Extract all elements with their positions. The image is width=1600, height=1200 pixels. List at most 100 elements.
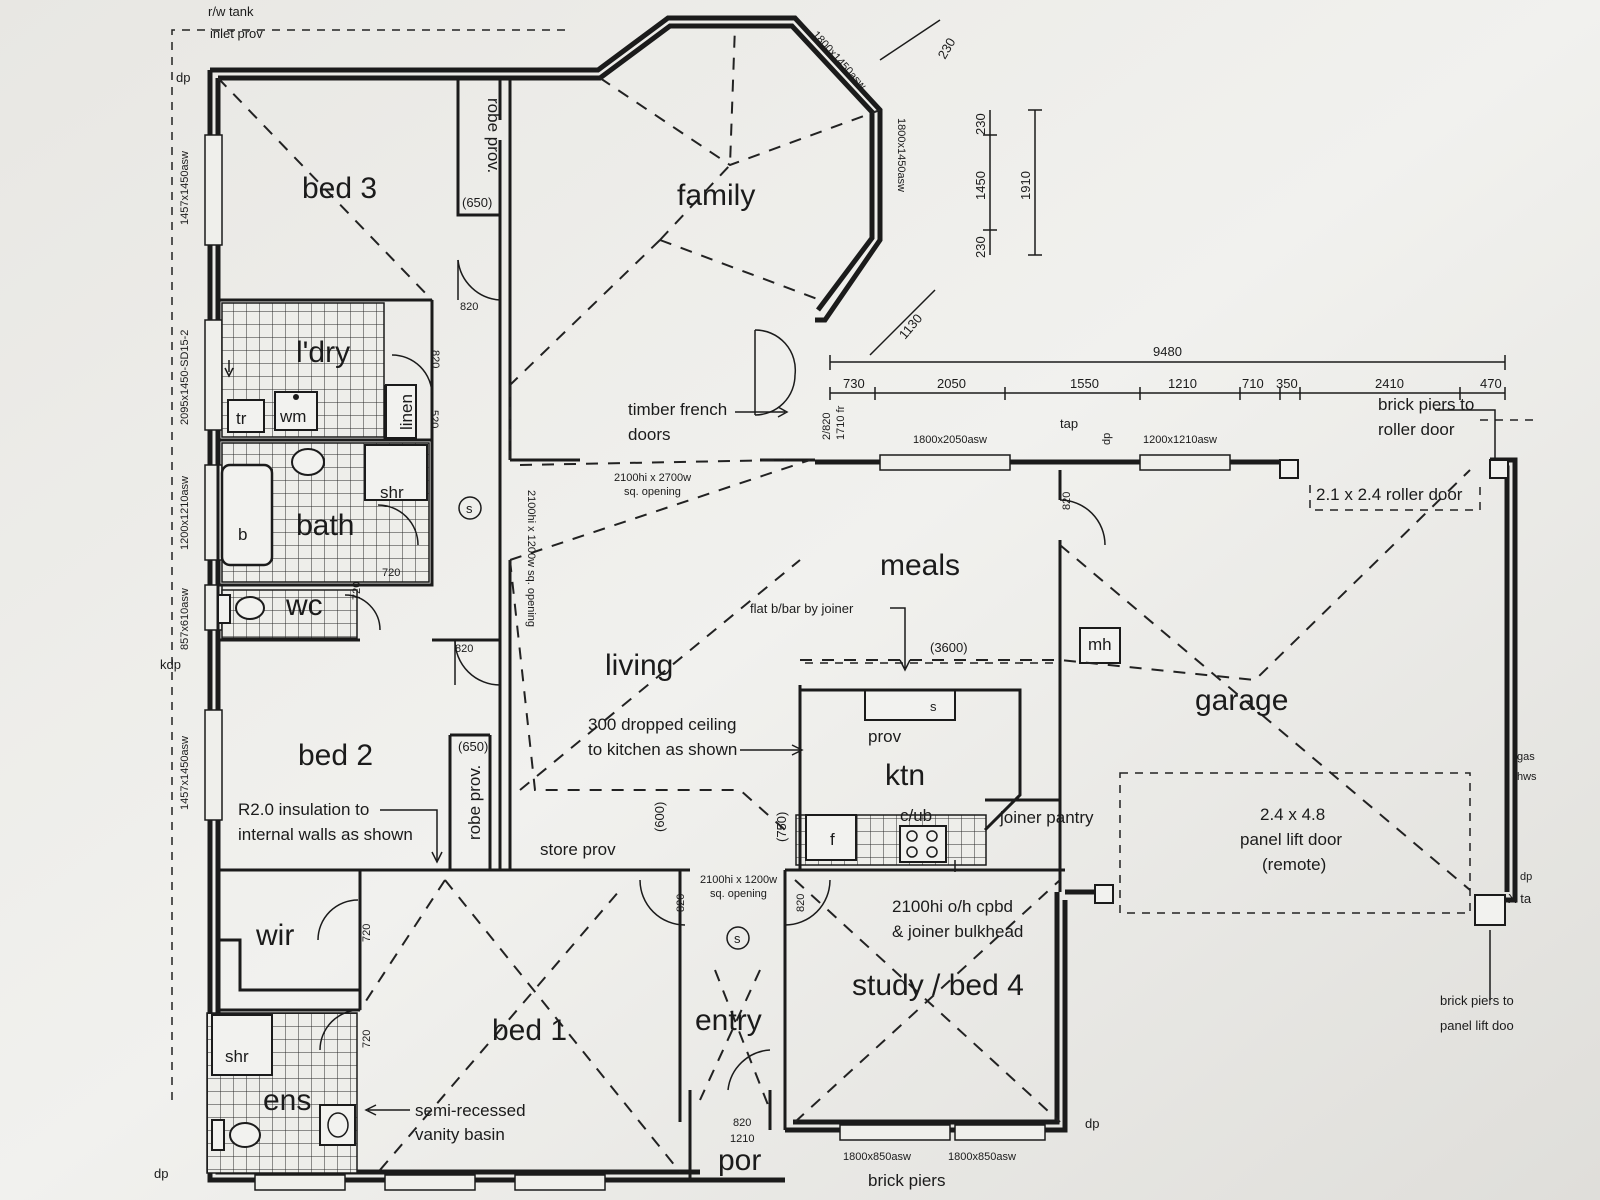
door-swings [317, 259, 1106, 1091]
bathtub-label: b [238, 525, 247, 544]
dim-1910: 1910 [1018, 171, 1033, 200]
room-labels: bed 3 family l'dry bath wc bed 2 living … [255, 172, 1288, 1177]
prov-label: prov [868, 727, 902, 746]
room-living: living [605, 649, 673, 682]
dim-820-bed3: 820 [460, 301, 478, 313]
room-bed3: bed 3 [302, 172, 377, 205]
window-bath: 1200x1210asw [179, 476, 191, 550]
dim-720-wir: 720 [361, 924, 373, 942]
window-ldry: 2095x1450-SD15-2 [179, 330, 191, 425]
dim-9480: 9480 [1153, 344, 1182, 359]
dim-520: 520 [428, 410, 440, 428]
brick-piers-roller-1: brick piers to [1378, 395, 1474, 414]
room-ktn: ktn [885, 759, 925, 792]
room-wc: wc [285, 589, 323, 622]
roller-door-note: 2.1 x 2.4 roller door [1316, 485, 1463, 504]
store-prov-note: store prov [540, 840, 616, 859]
window-family-side: 1800x1450asw [895, 118, 907, 192]
dp-marker-4: dp [1520, 871, 1532, 883]
dropped-ceiling-1: 300 dropped ceiling [588, 715, 736, 734]
room-ldry: l'dry [296, 336, 350, 369]
opening2: 2100hi x 1200w sq. opening [525, 490, 537, 627]
room-bath: bath [296, 509, 354, 542]
robe-prov-top: robe prov. [484, 98, 503, 173]
dim-720-ens: 720 [361, 1030, 373, 1048]
room-wir: wir [255, 919, 294, 952]
panel-lift-2: panel lift door [1240, 830, 1342, 849]
cpbd-note-2: & joiner bulkhead [892, 922, 1023, 941]
dim-820-ldry: 820 [429, 350, 441, 368]
tap-x-note: X ta [1508, 891, 1532, 906]
room-meals: meals [880, 549, 960, 582]
window-study-1: 1800x850asw [843, 1151, 911, 1163]
brick-piers-front: brick piers [868, 1171, 945, 1190]
dp-marker-3: dp [1085, 1116, 1099, 1131]
window-study-2: 1800x850asw [948, 1151, 1016, 1163]
smoke-alarm-label-2: s [734, 931, 741, 946]
vanity-note-2: vanity basin [415, 1125, 505, 1144]
timber-french-note: timber french [628, 400, 727, 419]
annotations: r/w tank inlet prov robe prov. (650) rob… [208, 4, 1537, 1190]
window-wc: 857x610asw [179, 588, 191, 650]
dim-350: 350 [1276, 376, 1298, 391]
dim-3600: (3600) [930, 640, 968, 655]
doors-note: doors [628, 425, 671, 444]
opening3-a: 2100hi x 1200w [700, 874, 777, 886]
dim-1550: 1550 [1070, 376, 1099, 391]
dropped-ceiling-2: to kitchen as shown [588, 740, 737, 759]
tap-note: tap [1060, 416, 1078, 431]
dim-230-b: 230 [973, 236, 988, 258]
dimension-labels: 9480 730 2050 1550 1210 710 350 2410 470… [351, 35, 1502, 1145]
shower-label-ens: shr [225, 1047, 249, 1066]
cupboard-label: c/ub [900, 806, 932, 825]
window-meals-2: 1200x1210asw [1143, 434, 1217, 446]
dim-600: (600) [652, 802, 667, 832]
smoke-alarm-label-1: s [466, 501, 473, 516]
robe-prov-bottom: robe prov. [465, 765, 484, 840]
kdp-marker: kdp [160, 657, 181, 672]
brick-piers-panel-2: panel lift doo [1440, 1018, 1514, 1033]
dim-820-entry-left: 820 [675, 894, 687, 912]
dp-marker-2: dp [154, 1166, 168, 1181]
dim-720-bath: 720 [382, 567, 400, 579]
joiner-pantry-label: joiner pantry [999, 808, 1094, 827]
inlet-prov-note: inlet prov [210, 26, 263, 41]
dim-820-entry-right: 820 [795, 894, 807, 912]
site-boundary [171, 29, 570, 1100]
flat-bbar-note: flat b/bar by joiner [750, 601, 854, 616]
internal-walls [216, 80, 1065, 1180]
washing-machine-label: wm [279, 407, 306, 426]
panel-lift-3: (remote) [1262, 855, 1326, 874]
room-study: study / bed 4 [852, 969, 1024, 1002]
shower-label-bath: shr [380, 483, 404, 502]
robe-prov-top-dim: (650) [462, 195, 492, 210]
opening1-b: sq. opening [624, 486, 681, 498]
ceiling-lines [217, 25, 1481, 1173]
dim-1710: 1710 fr [835, 405, 847, 440]
room-bed1: bed 1 [492, 1014, 567, 1047]
dim-1450: 1450 [973, 171, 988, 200]
fixture-labels: linen tr wm shr b shr mh s prov c/ub f j… [225, 394, 1112, 1066]
dp-marker-5: dp [1101, 433, 1113, 445]
brick-piers-roller-2: roller door [1378, 420, 1455, 439]
dim-1210: 1210 [1168, 376, 1197, 391]
dim-730: 730 [843, 376, 865, 391]
dim-1210-porch: 1210 [730, 1133, 754, 1145]
dim-2050: 2050 [937, 376, 966, 391]
dp-marker-1: dp [176, 70, 190, 85]
vanity-note-1: semi-recessed [415, 1101, 526, 1120]
window-meals: 1800x2050asw [913, 434, 987, 446]
dim-470: 470 [1480, 376, 1502, 391]
dim-230-a: 230 [973, 113, 988, 135]
linen-label: linen [397, 394, 416, 430]
dim-710: 710 [1242, 376, 1264, 391]
dim-820-meals: 820 [1061, 492, 1073, 510]
rw-tank-note: r/w tank [208, 4, 254, 19]
panel-lift-1: 2.4 x 4.8 [1260, 805, 1325, 824]
brick-piers-panel-1: brick piers to [1440, 993, 1514, 1008]
dim-820-porch: 820 [733, 1117, 751, 1129]
leader-arrows [224, 360, 1491, 1116]
dim-2-820: 2/820 [821, 412, 833, 440]
window-bed3: 1457x1450asw [179, 151, 191, 225]
